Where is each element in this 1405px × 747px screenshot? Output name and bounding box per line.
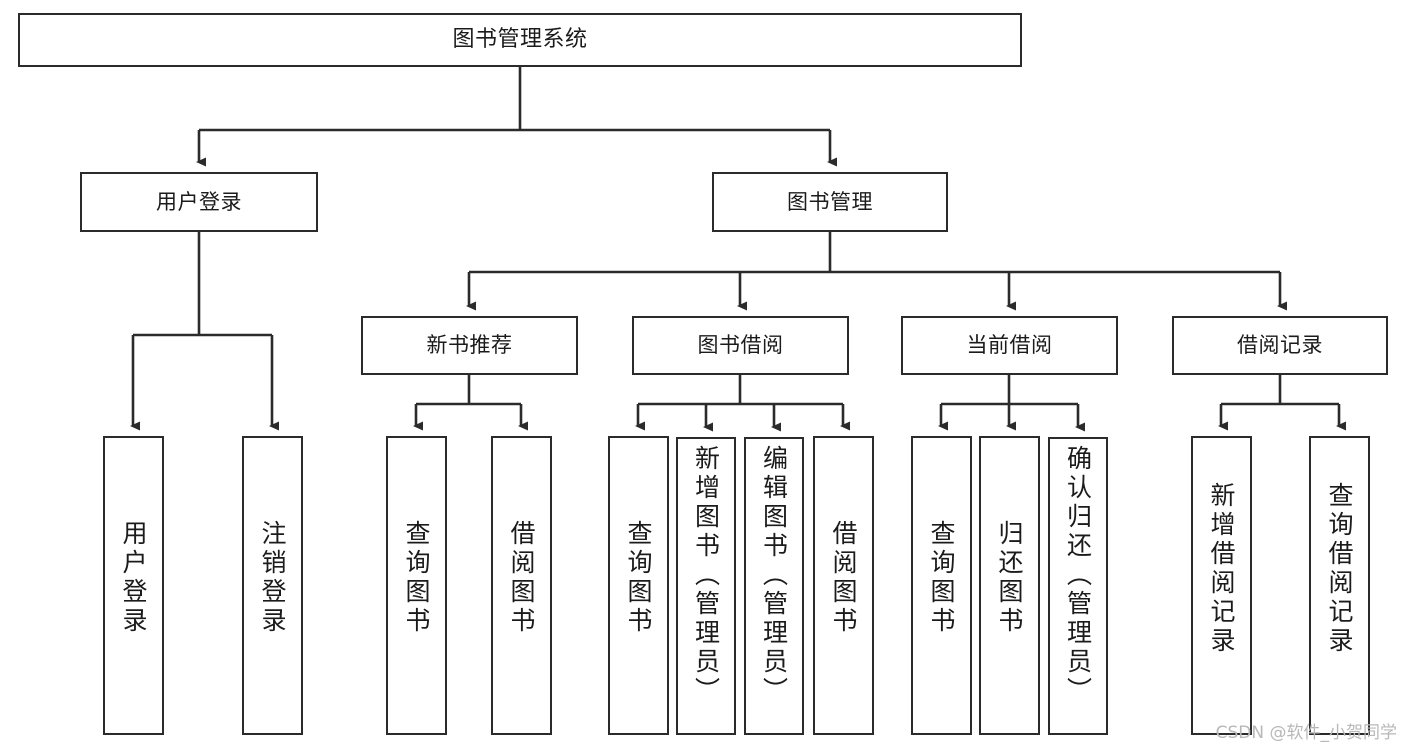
node-leaf-add-book-label: 新增图书（管理员） <box>691 445 721 706</box>
node-user-login-label: 用户登录 <box>156 189 242 214</box>
node-leaf-query-book-2-label: 查询图书 <box>624 520 653 636</box>
node-borrow-record[interactable]: 借阅记录 <box>1172 316 1388 375</box>
node-user-login[interactable]: 用户登录 <box>80 172 318 232</box>
node-root[interactable]: 图书管理系统 <box>18 13 1022 67</box>
node-book-borrow[interactable]: 图书借阅 <box>632 316 849 375</box>
node-new-book-recommend[interactable]: 新书推荐 <box>361 316 578 375</box>
node-leaf-borrow-book-1[interactable]: 借阅图书 <box>491 436 552 735</box>
node-leaf-query-book-2[interactable]: 查询图书 <box>608 436 669 735</box>
node-leaf-query-record-label: 查询借阅记录 <box>1325 482 1354 656</box>
node-leaf-user-logout[interactable]: 注销登录 <box>242 436 303 735</box>
node-leaf-confirm-return-label: 确认归还（管理员） <box>1063 445 1093 706</box>
node-current-borrow[interactable]: 当前借阅 <box>901 316 1118 375</box>
node-leaf-query-book-1[interactable]: 查询图书 <box>386 436 447 735</box>
node-leaf-user-login-label: 用户登录 <box>119 520 148 636</box>
node-leaf-query-book-1-label: 查询图书 <box>402 520 431 636</box>
node-leaf-edit-book[interactable]: 编辑图书（管理员） <box>744 437 804 735</box>
node-leaf-confirm-return[interactable]: 确认归还（管理员） <box>1048 437 1108 735</box>
node-leaf-add-record-label: 新增借阅记录 <box>1207 482 1236 656</box>
watermark-text: CSDN @软件_小贺同学 <box>1215 723 1397 743</box>
node-leaf-return-book-label: 归还图书 <box>995 520 1024 636</box>
node-current-borrow-label: 当前借阅 <box>966 333 1053 358</box>
node-borrow-record-label: 借阅记录 <box>1237 333 1323 358</box>
node-leaf-user-logout-label: 注销登录 <box>258 520 287 636</box>
node-leaf-borrow-book-1-label: 借阅图书 <box>507 520 536 636</box>
node-book-borrow-label: 图书借阅 <box>697 333 784 358</box>
node-leaf-add-book[interactable]: 新增图书（管理员） <box>676 437 736 735</box>
node-leaf-add-record[interactable]: 新增借阅记录 <box>1191 436 1252 735</box>
node-root-label: 图书管理系统 <box>452 27 588 53</box>
node-book-manage-label: 图书管理 <box>787 189 873 214</box>
node-leaf-query-book-3-label: 查询图书 <box>927 520 956 636</box>
node-leaf-borrow-book-2[interactable]: 借阅图书 <box>813 436 874 735</box>
node-leaf-edit-book-label: 编辑图书（管理员） <box>759 445 789 706</box>
node-leaf-user-login[interactable]: 用户登录 <box>103 436 164 735</box>
node-leaf-return-book[interactable]: 归还图书 <box>979 436 1040 735</box>
node-leaf-query-record[interactable]: 查询借阅记录 <box>1309 436 1370 735</box>
node-book-manage[interactable]: 图书管理 <box>712 172 948 232</box>
node-new-book-recommend-label: 新书推荐 <box>426 333 513 358</box>
node-leaf-borrow-book-2-label: 借阅图书 <box>829 520 858 636</box>
node-leaf-query-book-3[interactable]: 查询图书 <box>911 436 972 735</box>
